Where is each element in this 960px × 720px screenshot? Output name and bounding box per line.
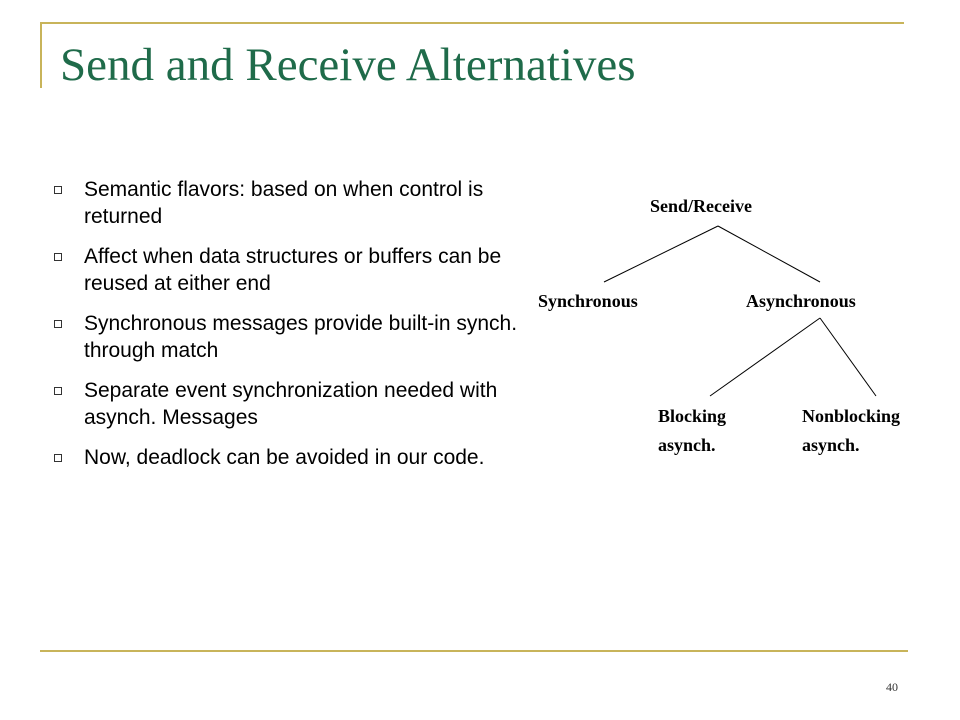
node-blocking-line1: Blocking <box>658 406 726 426</box>
bullet-text: Now, deadlock can be avoided in our code… <box>84 446 485 469</box>
square-bullet-icon <box>54 387 62 395</box>
page-number: 40 <box>886 680 898 694</box>
node-blocking-line2: asynch. <box>658 435 716 455</box>
bullet-list: Semantic flavors: based on when control … <box>54 176 534 484</box>
square-bullet-icon <box>54 320 62 328</box>
square-bullet-icon <box>54 186 62 194</box>
node-synchronous: Synchronous <box>538 291 638 311</box>
edge-asynchronous-nonblocking <box>819 317 877 397</box>
frame-top-rule <box>40 22 904 24</box>
bullet-item: Semantic flavors: based on when control … <box>54 176 534 230</box>
node-asynchronous: Asynchronous <box>746 291 856 311</box>
frame-left-rule <box>40 22 42 88</box>
bullet-item: Now, deadlock can be avoided in our code… <box>54 444 534 471</box>
bullet-item: Separate event synchronization needed wi… <box>54 377 534 431</box>
node-nonblocking-line1: Nonblocking <box>802 406 900 426</box>
edge-root-synchronous <box>603 225 719 283</box>
bullet-text: Semantic flavors: based on when control … <box>84 178 484 228</box>
bullet-text: Synchronous messages provide built-in sy… <box>84 312 518 362</box>
node-nonblocking-line2: asynch. <box>802 435 860 455</box>
slide-title: Send and Receive Alternatives <box>60 39 636 91</box>
bullet-text: Affect when data structures or buffers c… <box>84 245 502 295</box>
edge-root-asynchronous <box>717 225 821 283</box>
node-send-receive: Send/Receive <box>650 196 752 216</box>
edge-asynchronous-blocking <box>709 317 821 397</box>
square-bullet-icon <box>54 454 62 462</box>
footer-rule <box>40 650 908 652</box>
bullet-item: Affect when data structures or buffers c… <box>54 243 534 297</box>
square-bullet-icon <box>54 253 62 261</box>
bullet-text: Separate event synchronization needed wi… <box>84 379 498 429</box>
bullet-item: Synchronous messages provide built-in sy… <box>54 310 534 364</box>
